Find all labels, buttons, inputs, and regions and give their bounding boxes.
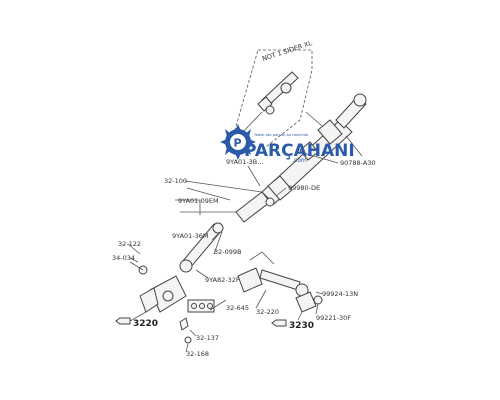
label-3230: 3230 [289, 321, 314, 331]
inset-label: NOT 1 SIDER XL [261, 39, 313, 63]
bolt-set [179, 299, 215, 344]
label-90788: 90788-A30 [340, 159, 376, 167]
gear-icon: P [220, 124, 256, 160]
leader-lines [127, 151, 339, 353]
label-32137: 32-137 [196, 334, 219, 342]
steering-column [235, 93, 367, 223]
label-32168: 32-168 [186, 350, 209, 358]
label-32122: 32-122 [118, 240, 141, 248]
svg-text:P: P [234, 137, 242, 150]
logo-tagline: Yedek oto parcası bu hanımda [254, 133, 308, 137]
watermark-logo: P PARÇAHANI .com Yedek oto parcası bu ha… [220, 124, 355, 164]
label-9ya01-mid: 9YA01-09EM [178, 197, 219, 205]
label-34034: 34-034 [112, 254, 135, 262]
ref-3230: 3230 [271, 319, 314, 331]
label-9ya01-low: 9YA01-36M [172, 232, 209, 240]
label-32220: 32-220 [256, 308, 279, 316]
logo-domain: .com [292, 157, 307, 164]
lower-shaft [129, 222, 224, 313]
ref-3220: 3220 [115, 317, 158, 329]
logo-text: PARÇAHANI [244, 141, 355, 161]
label-32099: 32-099B [214, 248, 241, 256]
label-9ya82: 9YA82-32F [205, 276, 240, 284]
label-9ya01-top: 9YA01-3B... [226, 158, 263, 166]
label-32100: 32-100 [164, 177, 187, 185]
label-99980: 99980-DE [288, 184, 320, 192]
label-99024: 99924-13N [322, 290, 358, 298]
label-32645: 32-645 [226, 304, 249, 312]
part-labels: 9YA01-3B... 90788-A30 32-100 9YA01-09EM … [112, 158, 376, 358]
label-3220: 3220 [133, 319, 158, 329]
lower-linkage [237, 251, 323, 313]
label-99221: 99221-30F [316, 314, 351, 322]
